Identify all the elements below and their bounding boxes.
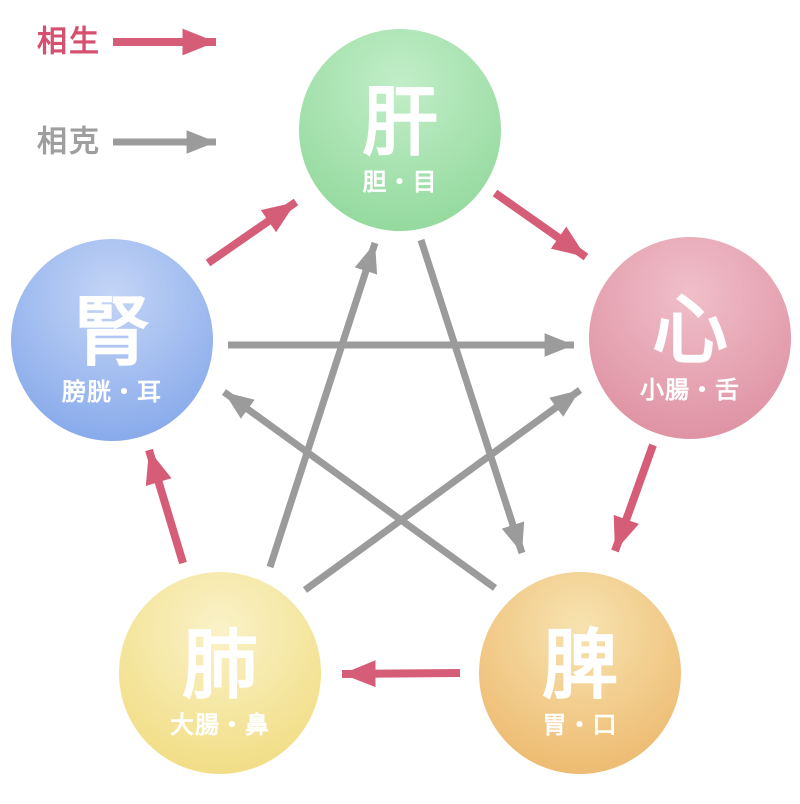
overcoming-arrow-spleen-to-kidney	[221, 389, 498, 591]
organ-label-liver: 肝	[362, 78, 438, 167]
organ-label-kidney: 腎	[74, 288, 150, 377]
organ-circle-heart	[589, 237, 791, 439]
organ-node-kidney: 腎膀胱・耳	[11, 239, 213, 441]
organ-node-liver: 肝胆・目	[299, 29, 501, 231]
legend: 相生 相克	[37, 25, 216, 160]
organ-node-lung: 肺大腸・鼻	[119, 572, 321, 774]
organ-sublabel-kidney: 膀胱・耳	[61, 378, 162, 406]
organ-sublabel-heart: 小腸・舌	[640, 376, 740, 404]
generating-arrow-kidney-to-liver	[205, 198, 299, 267]
generating-arrow-liver-to-heart	[492, 189, 589, 261]
generating-arrows	[145, 189, 657, 688]
organ-node-spleen: 脾胃・口	[479, 572, 681, 774]
organ-label-spleen: 脾	[542, 621, 618, 710]
overcoming-arrow-lung-to-liver	[266, 241, 379, 569]
organ-circle-kidney	[11, 239, 213, 441]
organ-circle-lung	[119, 572, 321, 774]
generating-arrow-lung-to-kidney	[145, 448, 187, 565]
organ-label-heart: 心	[652, 286, 728, 375]
legend-ke-label: 相克	[37, 125, 101, 160]
overcoming-arrows	[221, 238, 583, 593]
organ-label-lung: 肺	[182, 621, 258, 710]
overcoming-arrow-lung-to-heart	[302, 387, 583, 593]
organ-circle-liver	[299, 29, 501, 231]
generating-arrow-heart-to-spleen	[611, 443, 657, 553]
organ-sublabel-liver: 胆・目	[363, 168, 438, 196]
organ-sublabel-lung: 大腸・鼻	[170, 711, 270, 739]
organ-sublabel-spleen: 胃・口	[543, 711, 618, 739]
organ-circle-spleen	[479, 572, 681, 774]
organ-node-heart: 心小腸・舌	[589, 237, 791, 439]
generating-arrow-spleen-to-lung	[341, 660, 461, 688]
legend-sheng-label: 相生	[37, 25, 101, 60]
overcoming-arrow-liver-to-spleen	[417, 238, 526, 555]
